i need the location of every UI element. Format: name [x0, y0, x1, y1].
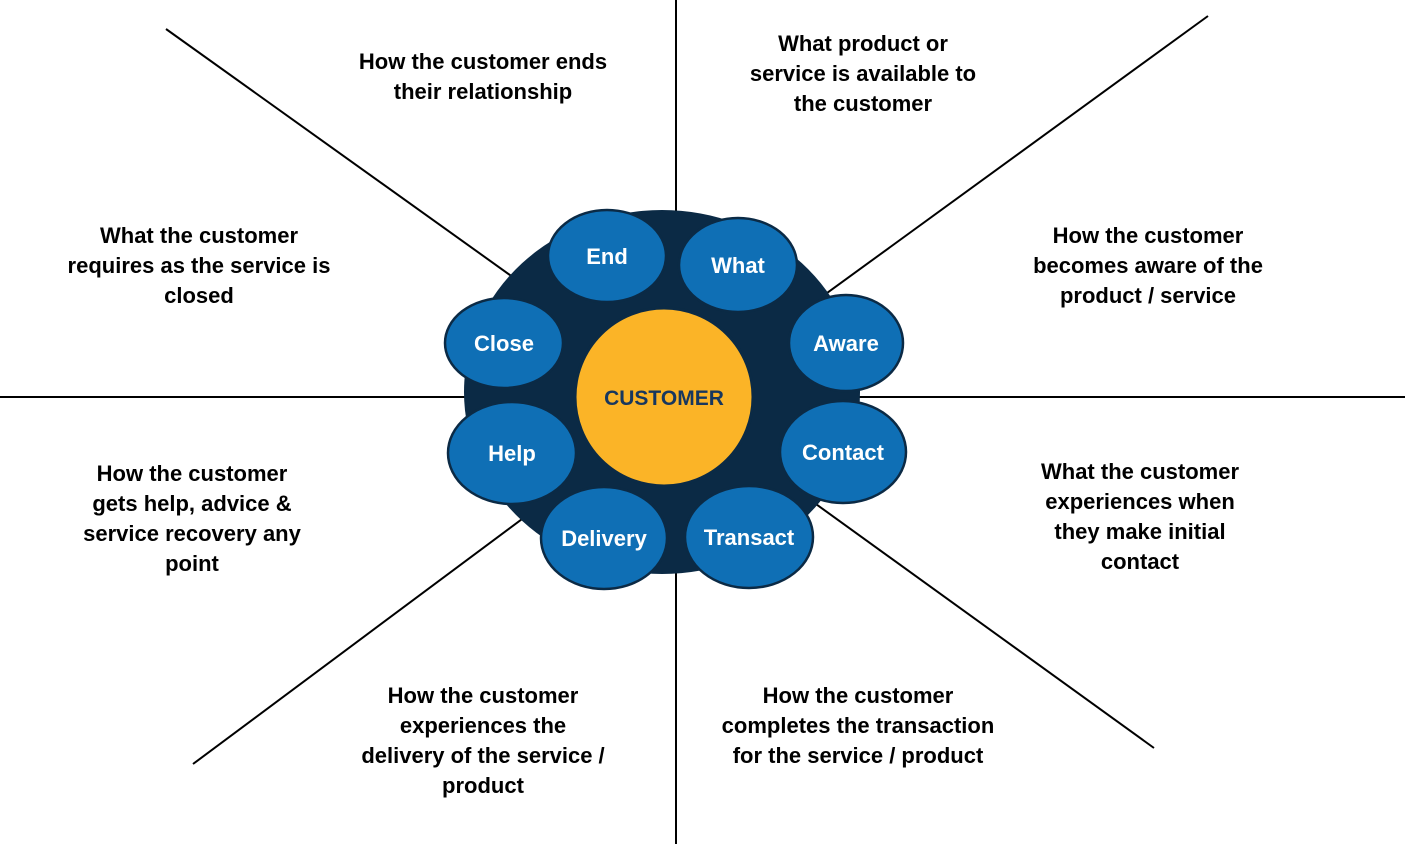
- node-what: What: [677, 216, 799, 314]
- node-aware-label: Aware: [813, 331, 879, 356]
- description-transact: How the customer completes the transacti…: [721, 683, 995, 768]
- description-contact: What the customer experiences when they …: [1040, 459, 1240, 574]
- center-label: CUSTOMER: [604, 387, 724, 410]
- description-end: How the customer ends their relationship: [358, 49, 608, 104]
- center-node: CUSTOMER: [573, 306, 755, 488]
- node-close-label: Close: [474, 331, 534, 356]
- description-delivery: How the customer experiences the deliver…: [361, 683, 605, 798]
- node-delivery-label: Delivery: [561, 526, 647, 551]
- node-delivery-ellipse: [539, 485, 669, 591]
- node-close-ellipse: [443, 296, 565, 390]
- node-end-ellipse: [546, 208, 668, 304]
- node-aware-ellipse: [787, 293, 905, 393]
- node-contact-label: Contact: [802, 440, 885, 465]
- node-what-ellipse: [677, 216, 799, 314]
- node-help-ellipse: [446, 400, 578, 506]
- description-help: How the customer gets help, advice & ser…: [83, 461, 301, 576]
- center-circle: [573, 306, 755, 488]
- node-transact: Transact: [683, 484, 815, 590]
- node-what-label: What: [711, 253, 765, 278]
- node-delivery: Delivery: [539, 485, 669, 591]
- node-help: Help: [446, 400, 578, 506]
- node-help-label: Help: [488, 441, 536, 466]
- node-end: End: [546, 208, 668, 304]
- description-close: What the customer requires as the servic…: [67, 223, 331, 308]
- node-close: Close: [443, 296, 565, 390]
- node-contact: Contact: [778, 399, 908, 505]
- node-aware: Aware: [787, 293, 905, 393]
- description-aware: How the customer becomes aware of the pr…: [1033, 223, 1263, 308]
- node-transact-ellipse: [683, 484, 815, 590]
- node-transact-label: Transact: [704, 525, 795, 550]
- node-end-label: End: [586, 244, 628, 269]
- description-what: What product or service is available to …: [749, 31, 977, 116]
- node-contact-ellipse: [778, 399, 908, 505]
